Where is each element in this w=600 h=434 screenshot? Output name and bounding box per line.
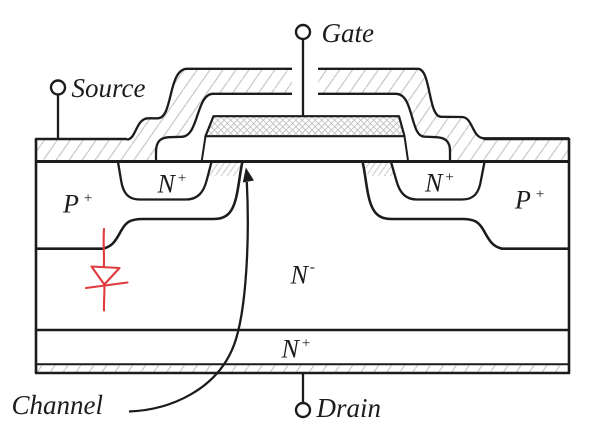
source-label: Source: [72, 73, 146, 103]
p-well-boundary-left: [36, 161, 244, 250]
region-label-n-plus-substrate: N+: [281, 335, 311, 364]
channel-hatch-right: [363, 163, 396, 176]
channel-label: Channel: [12, 390, 104, 420]
diode-cathode-bar: [84, 281, 129, 290]
source-metal-right-region: [318, 69, 569, 161]
drain-terminal-circle: [294, 401, 312, 419]
p-well-boundary-right: [361, 161, 569, 250]
channel-hatch-left: [208, 163, 242, 176]
diode-triangle: [90, 265, 121, 286]
source-metal-outer-outline-right: [318, 67, 569, 140]
channel-arrowhead: [242, 167, 254, 183]
n-plus-well-left-outline: [116, 161, 213, 201]
gate-label: Gate: [322, 18, 375, 48]
diode-cathode-line: [102, 283, 106, 312]
drain-label: Drain: [316, 393, 382, 423]
gate-poly: [204, 115, 406, 138]
gate-oxide-edge-left: [200, 136, 207, 161]
oxide-top-outline-right: [318, 92, 452, 162]
source-metal-outer-outline-left: [126, 67, 292, 141]
gate-terminal-circle: [294, 23, 312, 41]
region-label-n-plus-left: N+: [157, 170, 187, 199]
region-label-p-plus-left: P+: [62, 190, 93, 219]
channel-arrow: [128, 181, 249, 413]
n-plus-well-right-outline: [389, 161, 486, 201]
gate-oxide-edge-right: [403, 136, 409, 161]
body-diode-symbol: [84, 227, 129, 312]
region-label-p-plus-right: P+: [514, 186, 545, 215]
region-label-n-plus-right: N+: [424, 169, 454, 198]
source-terminal-circle: [49, 79, 67, 96]
region-label-n-minus: N-: [290, 260, 315, 290]
oxide-top-outline-left: [154, 92, 292, 162]
drain-metal-strip: [36, 365, 569, 372]
